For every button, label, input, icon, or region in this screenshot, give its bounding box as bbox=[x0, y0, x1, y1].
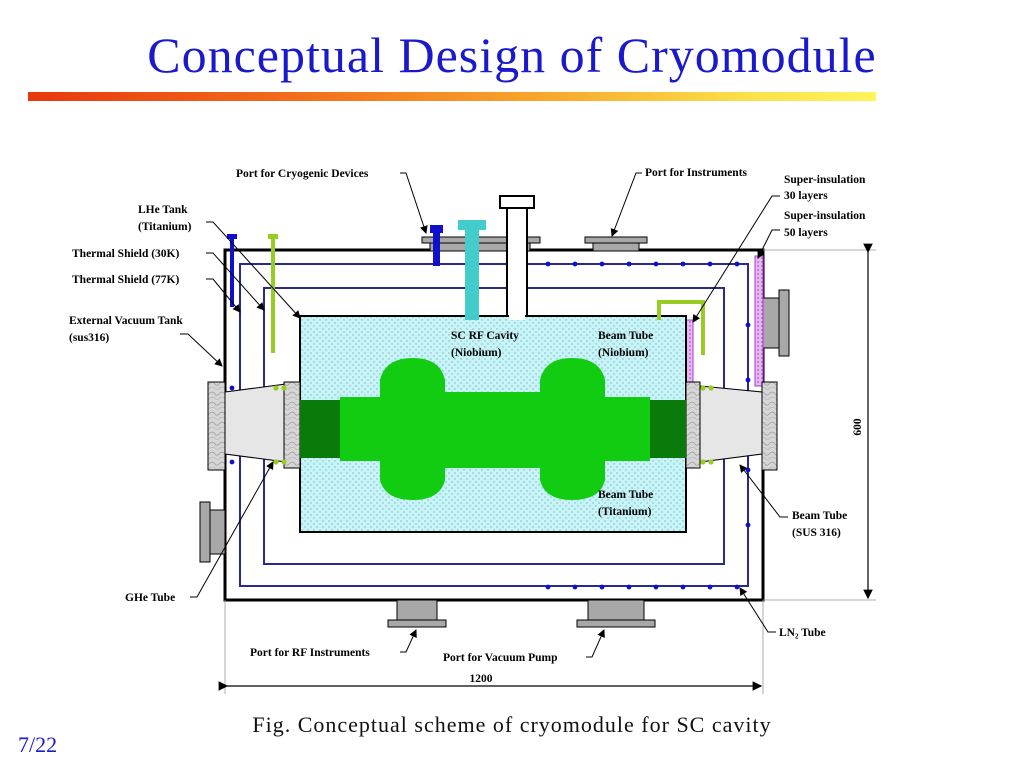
ln2-dot bbox=[745, 522, 751, 528]
ln2-dot bbox=[572, 261, 578, 267]
label-cavity-b: (Niobium) bbox=[451, 347, 502, 359]
dim-height-label: 600 bbox=[852, 418, 864, 436]
label-super-ins-30-a: Super-insulation bbox=[784, 174, 866, 186]
label-lhe-tank-a: LHe Tank bbox=[138, 204, 188, 216]
ghe-return-tube bbox=[657, 300, 705, 355]
ln2-dot bbox=[707, 261, 713, 267]
ghe-dot bbox=[700, 385, 706, 391]
port-cryogenic-flange bbox=[421, 236, 541, 252]
label-shield-77k: Thermal Shield (77K) bbox=[72, 274, 180, 286]
ln2-dot bbox=[745, 467, 751, 473]
ln2-dot bbox=[545, 261, 551, 267]
dimension-length: 1200 bbox=[218, 600, 764, 694]
label-beam-nb-b: (Niobium) bbox=[598, 347, 649, 359]
sc-rf-cavity bbox=[300, 358, 686, 500]
blue-port bbox=[430, 225, 443, 266]
ghe-dot bbox=[281, 459, 287, 465]
ln2-dot bbox=[229, 459, 235, 465]
ln2-dot bbox=[599, 261, 605, 267]
page-title: Conceptual Design of Cryomodule bbox=[147, 27, 877, 83]
title-underline bbox=[28, 92, 876, 101]
label-super-ins-50-a: Super-insulation bbox=[784, 210, 866, 222]
label-beam-nb-a: Beam Tube bbox=[598, 330, 653, 342]
ln2-dot bbox=[745, 322, 751, 328]
label-ext-tank-b: (sus316) bbox=[69, 332, 109, 344]
ln2-dot bbox=[545, 584, 551, 590]
ghe-dot bbox=[708, 385, 714, 391]
ghe-dot bbox=[273, 385, 279, 391]
label-ln2-tube: LN₂ Tube bbox=[779, 627, 826, 639]
label-shield-30k: Thermal Shield (30K) bbox=[72, 248, 180, 260]
label-port-rf: Port for RF Instruments bbox=[250, 647, 370, 659]
ln2-dot bbox=[229, 385, 235, 391]
dimension-height: 600 bbox=[763, 243, 876, 601]
ln2-dot bbox=[626, 261, 632, 267]
ln2-dot bbox=[653, 584, 659, 590]
label-cavity-a: SC RF Cavity bbox=[451, 330, 519, 342]
dim-length-label: 1200 bbox=[470, 673, 493, 685]
chimney bbox=[499, 195, 535, 320]
figure-caption: Fig. Conceptual scheme of cryomodule for… bbox=[252, 712, 772, 737]
label-beam-sus-b: (SUS 316) bbox=[792, 527, 841, 539]
ln2-dot bbox=[680, 261, 686, 267]
ghe-dot bbox=[273, 459, 279, 465]
port-instruments-flange bbox=[584, 236, 648, 252]
super-insulation-30 bbox=[685, 319, 694, 383]
ghe-dot bbox=[700, 459, 706, 465]
ln2-dot bbox=[707, 584, 713, 590]
label-lhe-tank-b: (Titanium) bbox=[138, 221, 192, 233]
label-port-cryogenic: Port for Cryogenic Devices bbox=[236, 168, 369, 180]
port-rf-flange bbox=[387, 599, 447, 628]
ln2-dot bbox=[626, 584, 632, 590]
label-port-instruments: Port for Instruments bbox=[645, 167, 748, 179]
super-insulation-50 bbox=[754, 255, 764, 387]
ln2-dot bbox=[734, 261, 740, 267]
label-super-ins-30-b: 30 layers bbox=[784, 190, 828, 202]
label-ghe-tube: GHe Tube bbox=[125, 592, 175, 604]
ln2-dot bbox=[653, 261, 659, 267]
leader-lines bbox=[180, 172, 788, 658]
ghe-inlet bbox=[268, 234, 278, 353]
right-beam-port bbox=[685, 381, 778, 471]
label-ext-tank-a: External Vacuum Tank bbox=[69, 315, 183, 327]
port-vacuum-flange bbox=[576, 599, 656, 628]
ln2-dot bbox=[680, 584, 686, 590]
label-beam-ti-a: Beam Tube bbox=[598, 489, 653, 501]
left-side-flange bbox=[199, 501, 226, 563]
label-super-ins-50-b: 50 layers bbox=[784, 227, 828, 239]
ghe-tube-dots bbox=[273, 385, 714, 465]
label-beam-sus-a: Beam Tube bbox=[792, 510, 847, 522]
ghe-dot bbox=[708, 459, 714, 465]
ln2-inlet bbox=[227, 234, 237, 307]
left-beam-port bbox=[207, 381, 301, 471]
label-port-vacuum: Port for Vacuum Pump bbox=[443, 652, 557, 664]
ln2-dot bbox=[599, 584, 605, 590]
ln2-dot bbox=[745, 377, 751, 383]
label-beam-ti-b: (Titanium) bbox=[598, 506, 652, 518]
ln2-dot bbox=[734, 584, 740, 590]
ghe-dot bbox=[281, 385, 287, 391]
right-side-flange bbox=[762, 289, 790, 357]
lhe-fill-port bbox=[458, 220, 486, 320]
ln2-tube-dots bbox=[229, 261, 751, 590]
page-number: 7/22 bbox=[18, 732, 58, 757]
ln2-dot bbox=[572, 584, 578, 590]
